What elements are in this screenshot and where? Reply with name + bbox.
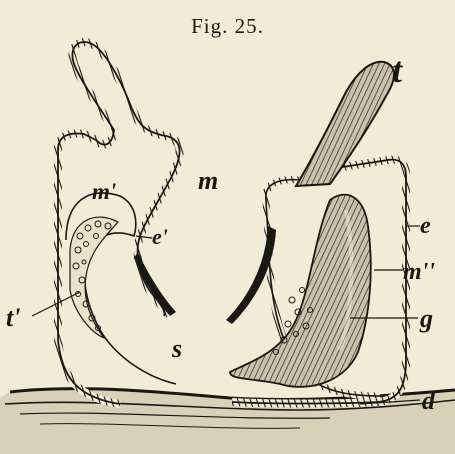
right-specimen (226, 62, 406, 404)
label-e: e (420, 214, 431, 238)
label-m-double-prime: m'' (403, 260, 435, 284)
label-t: t (392, 52, 402, 88)
label-s: s (172, 336, 182, 362)
left-body-wall (58, 42, 180, 404)
left-specimen (58, 42, 180, 404)
label-d: d (422, 388, 435, 414)
label-g: g (420, 306, 433, 332)
label-e-prime: e' (152, 226, 168, 248)
figure-title: Fig. 25. (0, 14, 455, 39)
label-m-prime: m' (92, 180, 116, 203)
label-t-prime: t' (6, 305, 20, 331)
label-m: m (198, 168, 218, 194)
